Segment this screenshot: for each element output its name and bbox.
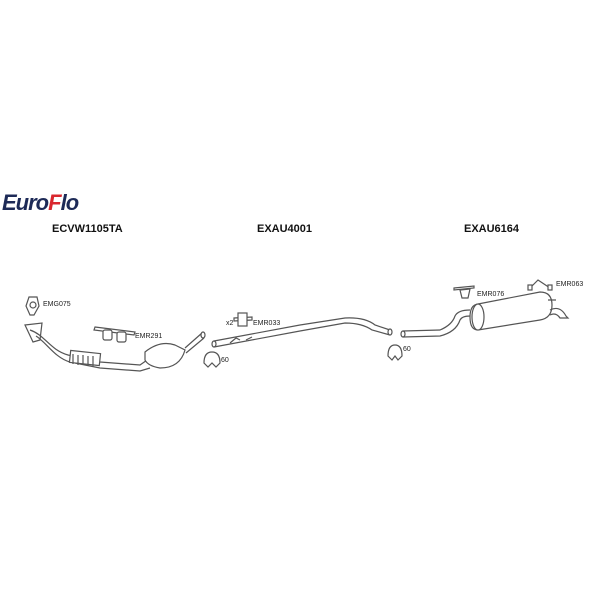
clamp-60-front[interactable]: 60: [203, 351, 229, 368]
section-label-middle-pipe: EXAU4001: [257, 223, 313, 235]
gasket-emg075[interactable]: EMG075: [25, 296, 71, 316]
catalyst-front-pipe[interactable]: [24, 322, 206, 372]
rubber-mount-emr291[interactable]: EMR291: [93, 326, 162, 343]
part-label-emr033: EMR033: [253, 320, 280, 327]
rubber-mount-emr076[interactable]: EMR076: [453, 285, 504, 299]
quantity-label-emr033: x2: [226, 320, 234, 327]
part-label-clamp2: 60: [403, 346, 411, 353]
part-label-emr063: EMR063: [556, 281, 583, 288]
part-label-emr076: EMR076: [477, 291, 504, 298]
rear-silencer-exau6164[interactable]: [400, 291, 570, 338]
part-label-clamp1: 60: [221, 357, 229, 364]
section-label-catalyst: ECVW1105TA: [52, 223, 123, 235]
middle-pipe-exau4001[interactable]: [211, 317, 393, 348]
section-label-rear-silencer: EXAU6164: [464, 223, 520, 235]
part-label-emr291: EMR291: [135, 333, 162, 340]
euroflo-logo: EuroFlo: [2, 190, 79, 215]
clamp-60-rear[interactable]: 60: [387, 344, 411, 361]
part-label-emg075: EMG075: [43, 301, 71, 308]
rubber-mount-emr033[interactable]: x2 EMR033: [226, 312, 280, 327]
bracket-emr063[interactable]: EMR063: [527, 279, 583, 291]
